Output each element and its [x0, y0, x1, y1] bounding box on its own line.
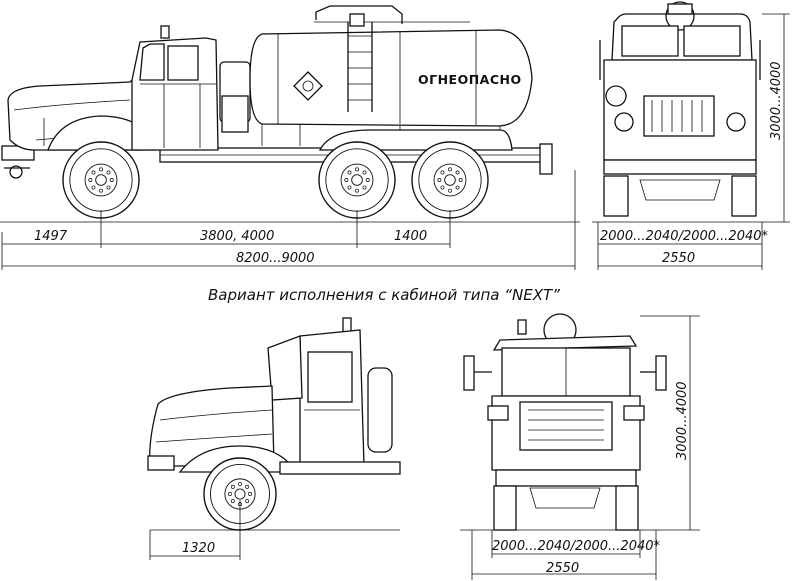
front-view-next-cab — [460, 313, 700, 531]
dim-next-width: 2550 — [546, 561, 579, 576]
dim-track-top: 2000...2040/2000...2040* — [600, 229, 769, 244]
dim-next-track: 2000...2040/2000...2040* — [492, 539, 661, 554]
dim-front-overhang: 1497 — [34, 229, 68, 244]
rear-wheel-2 — [411, 141, 489, 219]
dim-overall-length: 8200...9000 — [236, 251, 315, 266]
tank-warning-label: ОГНЕОПАСНО — [418, 72, 522, 87]
front-wheel — [62, 141, 140, 219]
dim-wheelbase: 3800, 4000 — [200, 229, 274, 244]
rear-wheel-1 — [318, 141, 396, 219]
side-view-next-cab — [147, 317, 401, 531]
side-view-wheels — [62, 141, 489, 219]
dim-height-top: 3000...4000 — [769, 61, 784, 140]
caption-next-variant: Вариант исполнения с кабиной типа “NEXT” — [208, 286, 560, 304]
dimension-lines — [1, 13, 790, 580]
dim-next-front-overhang: 1320 — [182, 541, 215, 556]
front-view-tanker-truck — [592, 1, 770, 223]
side-view-tanker-truck: ОГНЕОПАСНО — [0, 5, 580, 223]
dim-rear-axle-spacing: 1400 — [394, 229, 427, 244]
dim-next-height: 3000...4000 — [675, 381, 690, 460]
dim-width-top: 2550 — [662, 251, 695, 266]
